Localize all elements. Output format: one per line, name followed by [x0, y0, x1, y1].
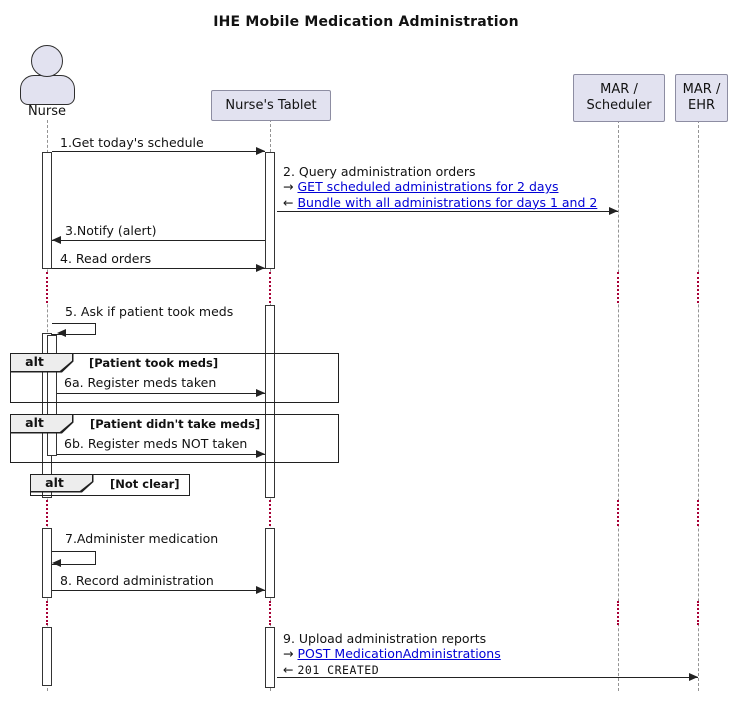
message-5-self-arrow: [52, 323, 96, 335]
arrowhead-right-icon: [689, 673, 698, 681]
alt-operator-label: alt: [25, 414, 44, 430]
message-8-label: 8. Record administration: [60, 573, 214, 588]
lifeline-scheduler: [618, 120, 619, 691]
arrowhead-left-icon: [52, 559, 61, 567]
message-2-arrow: [277, 211, 618, 212]
nurse-actor-icon: [20, 75, 75, 105]
message-9-response-line: ←201 CREATED: [283, 662, 501, 678]
participant-scheduler-line2: Scheduler: [586, 98, 652, 113]
arrowhead-left-icon: [57, 329, 66, 337]
actor-nurse-label: Nurse: [27, 104, 67, 119]
message-9-block: 9. Upload administration reports →POST M…: [283, 631, 501, 678]
participant-tablet-label: Nurse's Tablet: [225, 97, 317, 113]
arrowhead-right-icon: [256, 389, 265, 397]
alt-operator-label: alt: [45, 474, 64, 490]
delay-dots: [43, 272, 50, 303]
delay-dots: [43, 601, 50, 625]
activation-bar: [265, 627, 275, 688]
message-6a-arrow: [57, 393, 265, 394]
activation-bar: [42, 152, 52, 269]
message-1-arrow: [52, 151, 265, 152]
delay-dots: [43, 500, 50, 526]
nurse-actor-head-icon: [31, 45, 63, 77]
message-4-arrow: [52, 268, 265, 269]
alt-operator-tab: alt: [29, 473, 94, 493]
participant-scheduler-line1: MAR /: [600, 82, 638, 97]
delay-dots: [694, 500, 701, 526]
activation-bar: [265, 528, 275, 598]
alt2-guard-label: [Patient didn't take meds]: [90, 417, 261, 431]
arrow-right-glyph-icon: →: [283, 179, 294, 195]
participant-ehr-line2: EHR: [687, 98, 716, 113]
alt-operator-tab: alt: [9, 352, 74, 373]
arrow-right-glyph-icon: →: [283, 646, 294, 662]
message-2-block: 2. Query administration orders →GET sche…: [283, 164, 597, 210]
arrowhead-right-icon: [256, 450, 265, 458]
message-4-label: 4. Read orders: [60, 251, 152, 266]
activation-bar: [265, 305, 275, 498]
arrowhead-right-icon: [609, 207, 618, 215]
arrow-left-glyph-icon: ←: [283, 194, 294, 210]
message-3-arrow: [52, 240, 265, 241]
message-3-label: 3.Notify (alert): [65, 223, 157, 238]
alt3-guard-label: [Not clear]: [110, 477, 180, 491]
activation-bar: [42, 528, 52, 598]
alt-fragment-not-clear: alt: [29, 473, 190, 496]
participant-ehr: MAR / EHR: [675, 74, 728, 122]
alt-operator-label: alt: [25, 353, 44, 369]
arrowhead-right-icon: [256, 264, 265, 272]
arrowhead-left-icon: [52, 236, 61, 244]
alt-fragment-took-meds: alt: [9, 352, 339, 403]
message-9-request-line: →POST MedicationAdministrations: [283, 646, 501, 661]
activation-bar: [265, 152, 275, 269]
arrow-left-glyph-icon: ←: [283, 661, 294, 677]
message-1-label: 1.Get today's schedule: [60, 135, 204, 150]
delay-dots: [614, 500, 621, 526]
message-9-response-code: 201 CREATED: [297, 662, 380, 677]
alt-fragment-didnt-take-meds: alt: [9, 413, 339, 463]
delay-dots: [614, 272, 621, 303]
message-2-response-line: ←Bundle with all administrations for day…: [283, 195, 597, 210]
activation-bar: [42, 627, 52, 686]
delay-dots: [694, 601, 701, 625]
message-9-arrow: [277, 677, 698, 678]
message-8-arrow: [52, 590, 265, 591]
message-6b-arrow: [57, 454, 265, 455]
message-9-request-link[interactable]: POST MedicationAdministrations: [297, 646, 501, 662]
alt1-guard-label: [Patient took meds]: [89, 356, 219, 370]
message-7-self-arrow: [52, 551, 96, 565]
participant-tablet: Nurse's Tablet: [211, 90, 331, 121]
message-2-label: 2. Query administration orders: [283, 164, 476, 179]
alt-operator-tab: alt: [9, 413, 74, 434]
lifeline-ehr: [698, 120, 699, 691]
message-6b-label: 6b. Register meds NOT taken: [64, 436, 248, 451]
delay-dots: [694, 272, 701, 303]
delay-dots: [266, 601, 273, 625]
delay-dots: [614, 601, 621, 625]
delay-dots: [266, 500, 273, 526]
activation-bar-nested: [47, 335, 57, 456]
message-7-label: 7.Administer medication: [65, 531, 219, 546]
participant-ehr-line1: MAR /: [682, 82, 721, 97]
delay-dots: [266, 272, 273, 303]
arrowhead-right-icon: [256, 147, 265, 155]
participant-scheduler: MAR / Scheduler: [573, 74, 665, 122]
message-2-response-link[interactable]: Bundle with all administrations for days…: [297, 194, 598, 210]
message-5-label: 5. Ask if patient took meds: [65, 304, 234, 319]
message-2-request-line: →GET scheduled administrations for 2 day…: [283, 179, 597, 194]
arrowhead-right-icon: [256, 586, 265, 594]
message-6a-label: 6a. Register meds taken: [64, 375, 217, 390]
diagram-title: IHE Mobile Medication Administration: [213, 14, 519, 30]
message-2-request-link[interactable]: GET scheduled administrations for 2 days: [297, 179, 559, 195]
message-9-label: 9. Upload administration reports: [283, 631, 487, 646]
